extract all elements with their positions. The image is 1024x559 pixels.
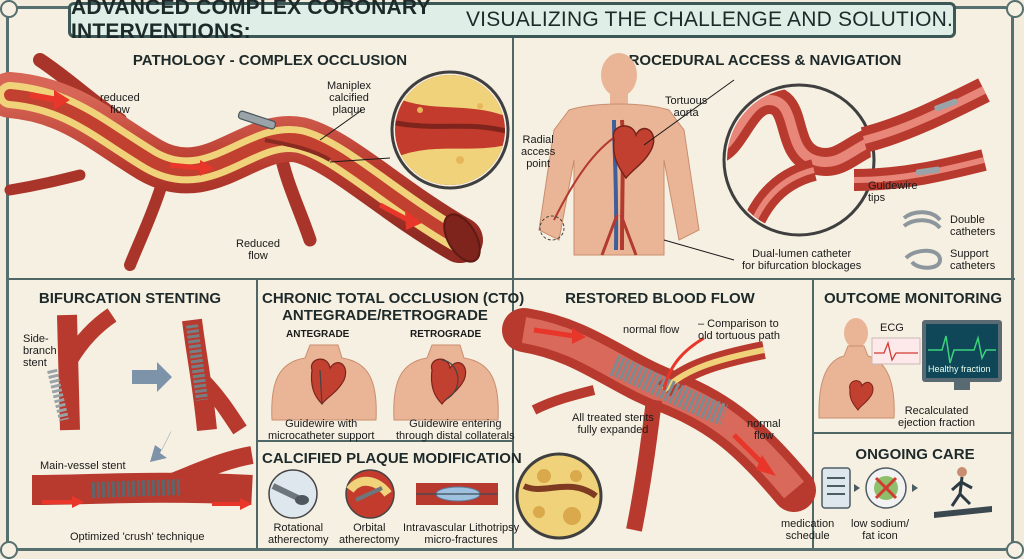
main-title-rest: VISUALIZING THE CHALLENGE AND SOLUTION.	[459, 8, 953, 31]
label-medication: medication schedule	[781, 518, 835, 542]
body-access-illustration	[538, 53, 990, 270]
label-support-catheters: Support catheters	[950, 248, 996, 272]
label-orbital: Orbital atherectomy	[339, 522, 400, 546]
divider-calcified	[258, 440, 512, 442]
corner-ornament	[0, 0, 18, 18]
corner-ornament	[0, 541, 18, 559]
care-icons	[821, 467, 992, 518]
outcome-title: OUTCOME MONITORING	[823, 290, 1003, 307]
label-dual-lumen: Dual-lumen catheter for bifurcation bloc…	[742, 248, 862, 272]
label-side-branch: Side- branch stent	[23, 333, 57, 369]
access-title: PROCEDURAL ACCESS & NAVIGATION	[618, 52, 902, 69]
label-double-catheters: Double catheters	[950, 214, 996, 238]
label-diet: low sodium/ fat icon	[851, 518, 910, 542]
label-ejection-fraction: Recalculated ejection fraction	[898, 405, 976, 429]
divider-care	[814, 432, 1014, 434]
label-retrograde-desc: Guidewire entering through distal collat…	[396, 418, 515, 442]
label-guidewire-tips: Guidewire tips	[868, 180, 918, 204]
label-antegrade: ANTEGRADE	[286, 329, 350, 340]
cto-title: CHRONIC TOTAL OCCLUSION (CTO) ANTEGRADE/…	[262, 290, 525, 324]
calcified-title: CALCIFIED PLAQUE MODIFICATION	[262, 450, 522, 467]
divider-horizontal	[9, 278, 1015, 280]
divider-outcome	[812, 280, 814, 548]
label-stents-expanded: All treated stents fully expanded	[572, 412, 654, 436]
cto-torso-illustration	[271, 344, 499, 421]
main-title: ADVANCED COMPLEX CORONARY INTERVENTIONS:…	[68, 0, 956, 43]
label-normal-flow-2: normal flow	[747, 418, 781, 442]
divider-cto	[512, 280, 514, 548]
label-retrograde: RETROGRADE	[410, 329, 482, 340]
label-main-vessel: Main-vessel stent	[40, 460, 126, 472]
label-crush-technique: Optimized 'crush' technique	[70, 531, 205, 543]
pathology-title: PATHOLOGY - COMPLEX OCCLUSION	[132, 52, 408, 69]
corner-ornament	[1006, 541, 1024, 559]
label-healthy-fraction: Healthy fraction	[928, 364, 991, 374]
label-reduced-flow-2: Reduced flow	[236, 238, 281, 262]
care-title: ONGOING CARE	[855, 446, 975, 463]
bifurcation-stent-illustration	[31, 308, 254, 510]
label-calcified-plaque: Maniplex calcified plaque	[327, 80, 372, 116]
bifurcation-title: BIFURCATION STENTING	[38, 290, 222, 307]
label-comparison: – Comparison to old tortuous path	[698, 318, 780, 342]
label-ecg: ECG	[880, 322, 904, 334]
restored-artery-illustration	[502, 308, 816, 532]
label-radial-access: Radial access point	[521, 134, 556, 170]
restored-title: RESTORED BLOOD FLOW	[565, 290, 755, 307]
main-title-bold: ADVANCED COMPLEX CORONARY INTERVENTIONS:	[71, 0, 431, 43]
label-antegrade-desc: Guidewire with microcatheter support	[268, 418, 375, 442]
outcome-monitor-illustration	[818, 318, 1002, 419]
label-ivl: Intravascular Lithotripsy micro-fracture…	[403, 522, 520, 546]
label-tortuous-aorta: Tortuous aorta	[665, 95, 708, 119]
corner-ornament	[1006, 0, 1024, 18]
label-rotational: Rotational atherectomy	[268, 522, 329, 546]
divider-bifurcation	[256, 280, 258, 548]
label-normal-flow-1: normal flow	[623, 324, 680, 336]
divider-vertical-top	[512, 38, 514, 278]
occluded-artery-illustration	[0, 53, 510, 271]
plaque-closeup-illustration	[515, 452, 603, 540]
atherectomy-tools-illustration	[268, 469, 498, 519]
label-reduced-flow-1: reduced flow	[100, 92, 140, 116]
